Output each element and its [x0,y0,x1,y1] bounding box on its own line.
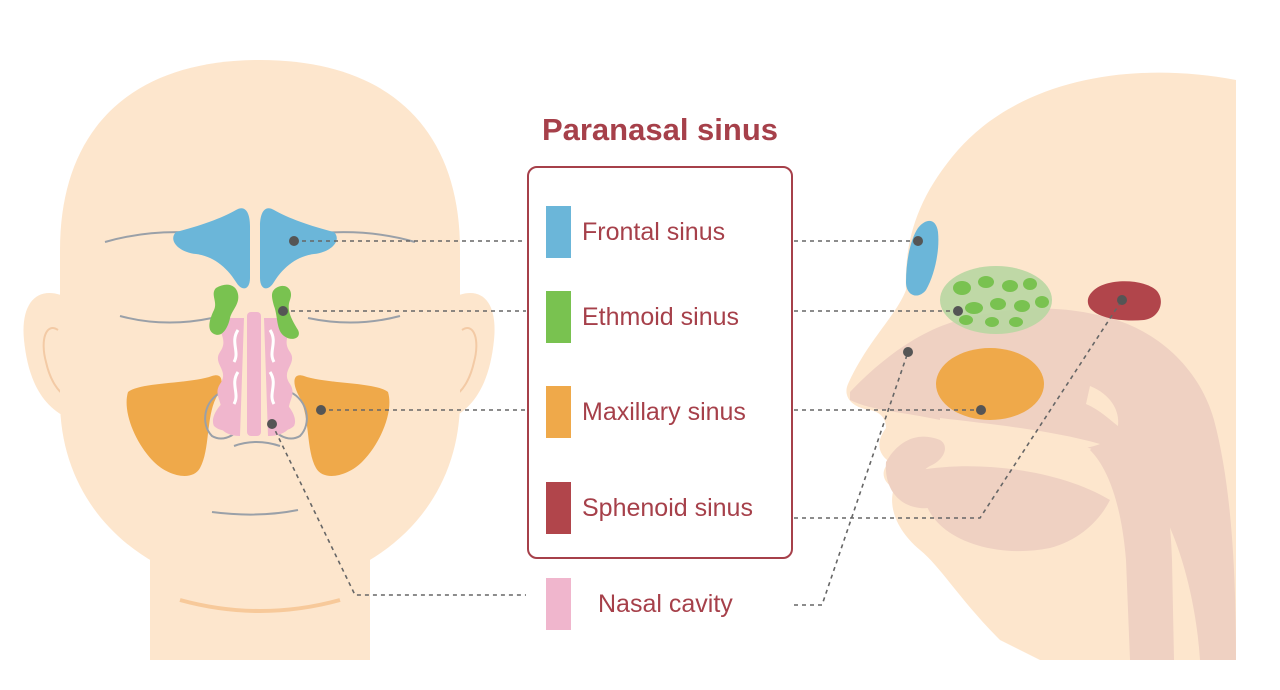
maxillary-dot-side [976,405,986,415]
jaw-shade [179,598,341,613]
nasal-leader-right [794,351,909,606]
sphenoid-leader [794,299,1123,519]
ethmoid-dot-front [278,306,288,316]
front-frontal-right [260,208,337,289]
maxillary-dot-front [316,405,326,415]
legend-box [527,166,793,559]
ethmoid-dot-side [953,306,963,316]
leader-lines [271,240,1123,606]
side-view-head [846,72,1236,660]
left-eye [119,315,213,324]
left-ear-inner [42,327,67,397]
nasal-cavity-label: Nasal cavity [598,589,733,618]
nasal-leader-left [271,423,526,596]
front-nasal-turbinate-left [217,318,244,436]
legend-item-sphenoid-sinus: Sphenoid sinus [546,482,753,534]
legend-item-frontal-sinus: Frontal sinus [546,206,725,258]
side-ethmoid-cells [953,276,1049,327]
frontal-dot-side [913,236,923,246]
frontal-dot-front [289,236,299,246]
side-jaw-tissue [920,466,1110,552]
front-maxillary-right [294,375,390,476]
side-tongue [885,436,945,509]
mouth [211,509,299,516]
diagram-title: Paranasal sinus [541,112,779,147]
maxillary-sinus-label: Maxillary sinus [582,397,746,426]
nasal-cavity-swatch [546,578,571,630]
left-ear [23,293,72,420]
nasal-dot-front [267,419,277,429]
leader-dots [267,236,1127,429]
maxillary-sinus-swatch [546,386,571,438]
turbinate-gap-left [232,329,240,405]
nose-outline [204,391,237,440]
ethmoid-sinus-swatch [546,291,571,343]
side-upper-passage [1086,386,1119,426]
nose-tip [233,441,281,447]
front-maxillary-left [126,375,222,476]
legend-item-maxillary-sinus: Maxillary sinus [546,386,746,438]
sphenoid-sinus-swatch [546,482,571,534]
nose-outline-right [275,391,308,440]
sphenoid-sinus-label: Sphenoid sinus [582,493,753,522]
right-eye [307,315,401,324]
frontal-sinus-label: Frontal sinus [582,217,726,246]
turbinate-gap-right [268,329,276,405]
ethmoid-sinus-label: Ethmoid sinus [582,302,740,331]
sphenoid-dot-side [1117,295,1127,305]
legend-item-ethmoid-sinus: Ethmoid sinus [546,291,739,343]
nasal-dot-side [903,347,913,357]
front-frontal-left [173,208,250,289]
side-palate [940,418,1100,451]
legend-item-nasal-cavity: Nasal cavity [546,578,733,630]
nasal-septum [247,312,261,436]
side-maxillary-sinus [936,348,1044,420]
front-ethmoid-left [209,284,239,335]
frontal-sinus-swatch [546,206,571,258]
front-view-face [23,60,495,660]
side-throat [1090,420,1174,660]
right-ear-inner [453,327,478,397]
